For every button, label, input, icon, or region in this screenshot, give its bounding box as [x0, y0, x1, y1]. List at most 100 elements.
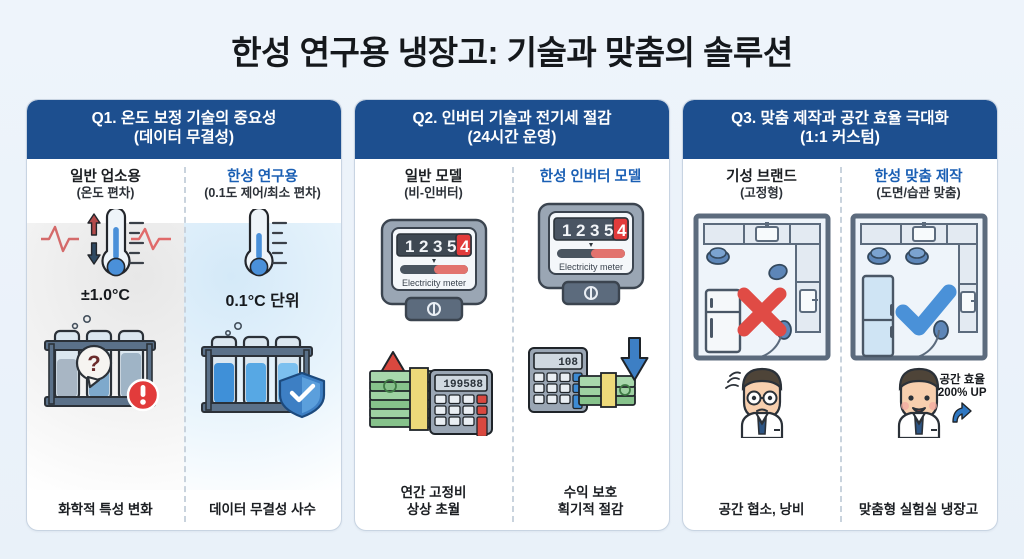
panel-q3-header: Q3. 맞춤 제작과 공간 효율 극대화 (1:1 커스텀): [683, 100, 997, 159]
panel-q2-header: Q2. 인버터 기술과 전기세 절감 (24시간 운영): [355, 100, 669, 159]
svg-text:3: 3: [590, 221, 599, 240]
panel-q1-right-caption: 데이터 무결성 사수: [209, 502, 316, 518]
panel-q2-header-line2: (24시간 운영): [467, 128, 557, 146]
floor-plan-icon: [692, 212, 832, 362]
panel-q3-left-caption-wrap: 공간 협소, 낭비: [683, 501, 840, 530]
svg-text:4: 4: [460, 237, 470, 256]
electricity-meter-icon: 1 2 3 5 4 Electricity meter: [376, 216, 492, 326]
panel-q2-left-caption-line2: 상상 초월: [406, 502, 461, 518]
panel-q3-right-title-main: 한성 맞춤 제작: [874, 168, 963, 185]
panel-q1: Q1. 온도 보정 기술의 중요성 (데이터 무결성) 일반 업소용 (온도 편…: [26, 99, 342, 531]
panel-q2-header-line1: Q2. 인버터 기술과 전기세 절감: [412, 110, 612, 127]
panel-q3-left-title-sub: (고정형): [740, 185, 783, 200]
panel-q2-left-caption: 연간 고정비 상상 초월: [401, 484, 467, 530]
space-efficiency-note-line1: 공간 효율: [939, 373, 985, 386]
svg-text:108: 108: [558, 357, 578, 369]
custom-fridge-icon: [861, 274, 894, 357]
up-down-arrow-icon: [86, 212, 101, 265]
panel-q2-left-title: 일반 모델 (비-인버터): [404, 168, 463, 202]
blue-down-arrow-icon: [620, 336, 648, 381]
money-stack-calculator-icon: 199588: [364, 340, 504, 436]
panel-q3-header-line2: (1:1 커스텀): [800, 128, 880, 146]
panel-q2: Q2. 인버터 기술과 전기세 절감 (24시간 운영) 일반 모델 (비-인버…: [354, 99, 670, 531]
test-tube-rack-shielded-icon: [188, 317, 338, 421]
blue-check-icon: [895, 284, 956, 336]
calculator-savings-icon: 108: [521, 324, 661, 420]
panel-q2-left-title-main: 일반 모델: [404, 168, 463, 185]
panel-q1-body: 일반 업소용 (온도 편차): [27, 159, 341, 530]
panel-q1-left-caption: 화학적 특성 변화: [58, 502, 153, 518]
svg-text:5: 5: [447, 237, 456, 256]
svg-text:?: ?: [87, 351, 100, 376]
happy-scientist-icon: 공간 효율 200% UP: [869, 366, 987, 438]
panel-q3-body: 기성 브랜드 (고정형): [683, 159, 997, 530]
panel-q3-left-caption: 공간 협소, 낭비: [718, 502, 805, 518]
space-efficiency-note: 공간 효율 200% UP: [938, 374, 987, 429]
panel-q1-divider: [184, 166, 186, 522]
page-title: 한성 연구용 냉장고: 기술과 맞춤의 솔루션: [231, 34, 793, 71]
panel-q2-right-title-main: 한성 인버터 모델: [539, 168, 642, 185]
electricity-meter-icon: 1 2 3 5 4 Electricity meter: [533, 200, 649, 310]
panel-q1-right: 한성 연구용 (0.1도 제어/최소 편차): [184, 159, 341, 530]
space-efficiency-note-line2: 200% UP: [937, 387, 987, 400]
thermometer-unstable-icon: [31, 208, 181, 285]
svg-text:2: 2: [576, 221, 585, 240]
calculator-icon: 199588: [428, 368, 493, 436]
panel-q1-left-title: 일반 업소용 (온도 편차): [70, 168, 141, 202]
fridge-icon: [704, 288, 741, 353]
panel-q1-left-title-main: 일반 업소용: [70, 168, 141, 185]
panel-q3-right: 한성 맞춤 제작 (도면/습관 맞춤): [840, 159, 997, 530]
question-bubble-icon: ?: [75, 344, 112, 388]
panel-q2-divider: [512, 166, 514, 522]
panel-q1-left: 일반 업소용 (온도 편차): [27, 159, 184, 530]
red-x-icon: [737, 287, 786, 337]
panel-q3-right-title-sub: (도면/습관 맞춤): [876, 185, 961, 200]
panel-q1-header-line1: Q1. 온도 보정 기술의 중요성: [91, 110, 277, 127]
panel-q2-right-caption: 수익 보호 획기적 절감: [558, 484, 624, 530]
panel-q1-left-caption-wrap: 화학적 특성 변화: [27, 501, 184, 530]
svg-text:1: 1: [562, 221, 571, 240]
panel-q2-right-caption-wrap: 수익 보호 획기적 절감: [512, 484, 669, 530]
svg-text:Electricity meter: Electricity meter: [401, 278, 465, 288]
panel-q2-body: 일반 모델 (비-인버터): [355, 159, 669, 530]
blue-up-arrow-icon: [938, 402, 987, 429]
money-small-icon: [577, 372, 636, 408]
worried-scientist-icon: [712, 366, 812, 438]
panel-q3-right-caption: 맞춤형 실험실 냉장고: [858, 502, 979, 518]
svg-text:1: 1: [405, 237, 414, 256]
panel-q1-header: Q1. 온도 보정 기술의 중요성 (데이터 무결성): [27, 100, 341, 159]
svg-text:5: 5: [604, 221, 613, 240]
panel-q3-right-title: 한성 맞춤 제작 (도면/습관 맞춤): [874, 168, 962, 202]
shield-check-icon: [278, 371, 325, 418]
panel-q1-left-title-sub: (온도 편차): [76, 185, 135, 200]
svg-text:Electricity meter: Electricity meter: [558, 262, 622, 272]
panel-q3-header-line1: Q3. 맞춤 제작과 공간 효율 극대화: [731, 110, 949, 127]
panel-q2-right-caption-line2: 획기적 절감: [557, 502, 624, 518]
panel-q2-right: 한성 인버터 모델 1: [512, 159, 669, 530]
panel-q1-right-title: 한성 연구용 (0.1도 제어/최소 편차): [204, 168, 321, 202]
panel-q3: Q3. 맞춤 제작과 공간 효율 극대화 (1:1 커스텀) 기성 브랜드 (고…: [682, 99, 998, 531]
svg-text:4: 4: [617, 221, 627, 240]
svg-text:3: 3: [433, 237, 442, 256]
floor-plan-icon: [849, 212, 989, 362]
panel-q3-left-title: 기성 브랜드 (고정형): [726, 168, 797, 202]
panel-q2-left-caption-line1: 연간 고정비: [400, 484, 467, 500]
panel-q3-left-title-main: 기성 브랜드: [726, 168, 797, 185]
panel-q3-divider: [840, 166, 842, 522]
panels-container: Q1. 온도 보정 기술의 중요성 (데이터 무결성) 일반 업소용 (온도 편…: [26, 99, 998, 531]
thermometer-stable-icon: [188, 208, 338, 285]
panel-q1-right-value: 0.1°C 단위: [225, 292, 300, 310]
panel-q1-right-title-sub: (0.1도 제어/최소 편차): [204, 185, 321, 200]
panel-q3-left: 기성 브랜드 (고정형): [683, 159, 840, 530]
svg-text:199588: 199588: [443, 379, 483, 391]
panel-q1-left-value: ±1.0°C: [81, 286, 130, 304]
panel-q3-right-caption-wrap: 맞춤형 실험실 냉장고: [840, 501, 997, 530]
panel-q2-right-caption-line1: 수익 보호: [563, 484, 618, 500]
alert-badge-icon: [126, 378, 159, 411]
svg-text:2: 2: [419, 237, 428, 256]
panel-q1-header-line2: (데이터 무결성): [133, 128, 235, 146]
panel-q2-left-caption-wrap: 연간 고정비 상상 초월: [355, 484, 512, 530]
panel-q2-right-title: 한성 인버터 모델: [540, 168, 641, 186]
panel-q1-right-title-main: 한성 연구용: [227, 168, 298, 185]
